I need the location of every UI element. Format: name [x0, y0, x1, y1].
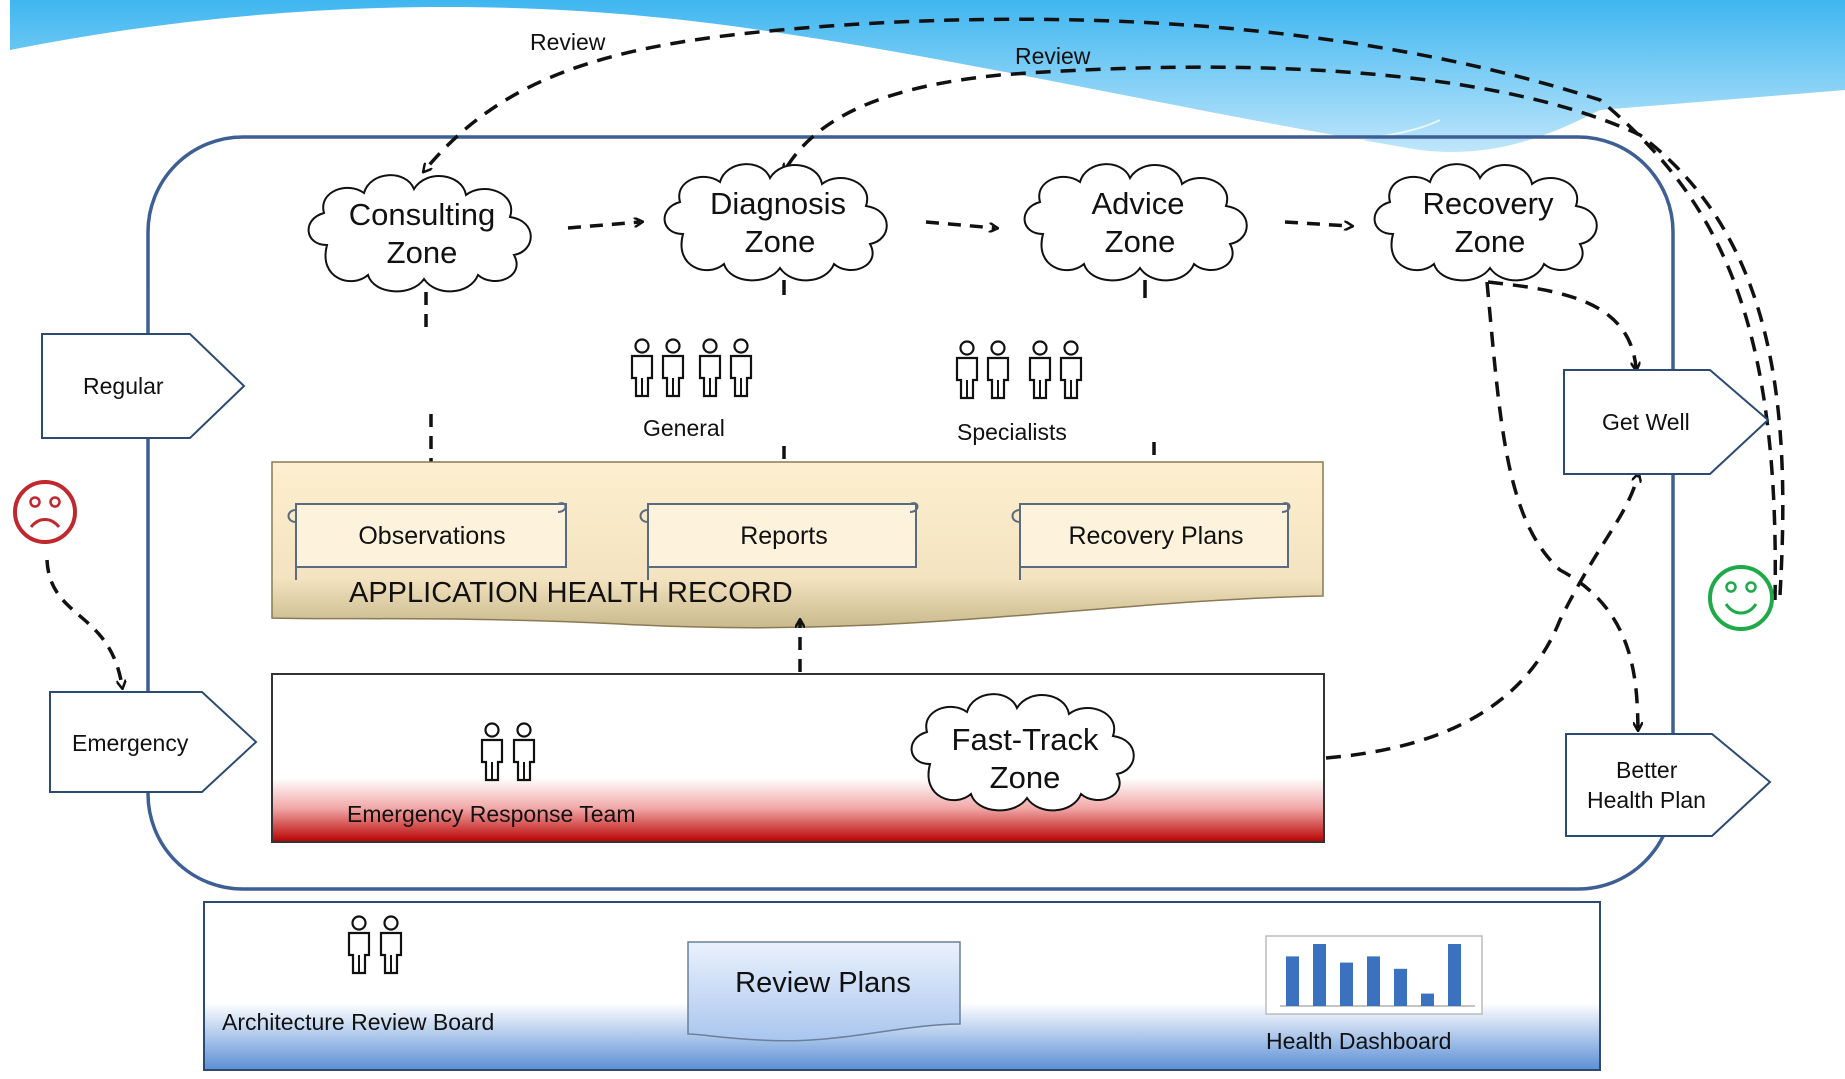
emergency-input-label: Emergency: [72, 730, 189, 756]
observations-scroll: Observations: [287, 502, 567, 580]
dashboard-bar: [1448, 944, 1461, 1006]
sky-wave-highlight: [539, 19, 1441, 145]
better-health-plan-output-shape: Better Health Plan: [1565, 733, 1772, 837]
advice-zone-line2: Zone: [1105, 224, 1176, 259]
emergency-response-panel: [271, 673, 1325, 843]
better-health-plan-line1: Better: [1616, 757, 1678, 783]
observations-label: Observations: [358, 522, 505, 550]
get-well-label: Get Well: [1602, 409, 1690, 435]
arrow-sad-to-emergency: [45, 559, 122, 686]
dashboard-bar: [1367, 956, 1380, 1006]
arrow-fast-track-to-get-well: [1325, 476, 1638, 760]
advice-zone-cloud: Advice Zone: [1023, 163, 1248, 282]
health-record-title: APPLICATION HEALTH RECORD: [349, 577, 793, 609]
diagnosis-zone-line2: Zone: [745, 224, 816, 259]
diagnosis-zone-line1: Diagnosis: [710, 186, 846, 221]
review-arc-to-diagnosis: [785, 65, 1785, 596]
arrow-diagnosis-to-advice: [925, 220, 995, 228]
sad-face-icon: [13, 480, 77, 544]
arrow-advice-to-recovery: [1284, 220, 1350, 226]
specialists-team-label: Specialists: [957, 419, 1067, 445]
dashboard-bar: [1286, 956, 1299, 1006]
regular-input-label: Regular: [83, 373, 164, 399]
general-team-label: General: [643, 415, 725, 441]
recovery-zone-line1: Recovery: [1423, 186, 1554, 221]
recovery-plans-scroll: Recovery Plans: [1011, 502, 1291, 580]
better-health-plan-line2: Health Plan: [1587, 787, 1706, 813]
dashboard-bar: [1394, 968, 1407, 1006]
dashboard-bar: [1340, 962, 1353, 1006]
fast-track-line1: Fast-Track: [952, 722, 1099, 757]
consulting-zone-cloud: Consulting Zone: [307, 174, 532, 293]
regular-input-shape: Regular: [41, 333, 246, 439]
reports-label: Reports: [740, 522, 828, 550]
reports-scroll: Reports: [639, 502, 919, 580]
specialists-people-icon: [955, 340, 1083, 400]
main-frame: [146, 135, 1675, 891]
get-well-output-shape: Get Well: [1563, 369, 1770, 475]
recovery-zone-line2: Zone: [1455, 224, 1526, 259]
consulting-zone-line2: Zone: [387, 235, 458, 270]
fast-track-line2: Zone: [990, 760, 1061, 795]
review-plans-label: Review Plans: [735, 967, 911, 999]
review-label-right: Review: [1015, 43, 1091, 69]
review-arc-to-consulting: [425, 17, 1778, 601]
sky-wave-background: [10, 0, 1845, 152]
fast-track-zone-cloud: Fast-Track Zone: [910, 693, 1135, 812]
review-board-label: Architecture Review Board: [222, 1009, 494, 1035]
recovery-zone-cloud: Recovery Zone: [1373, 163, 1598, 282]
review-label-left: Review: [530, 29, 606, 55]
review-plans-document: Review Plans: [687, 941, 961, 1042]
happy-face-icon: [1708, 565, 1774, 631]
advice-zone-line1: Advice: [1091, 186, 1184, 221]
diagnosis-zone-cloud: Diagnosis Zone: [663, 163, 888, 282]
health-dashboard-chart-icon: [1265, 935, 1483, 1015]
arrow-recovery-to-get-well: [1487, 280, 1636, 368]
recovery-plans-label: Recovery Plans: [1068, 522, 1243, 550]
dashboard-bar: [1421, 993, 1434, 1006]
health-dashboard-label: Health Dashboard: [1266, 1028, 1451, 1054]
general-people-icon: [630, 338, 753, 398]
emergency-input-shape: Emergency: [49, 691, 258, 793]
emergency-team-label: Emergency Response Team: [347, 801, 636, 827]
arrow-consulting-to-diagnosis: [567, 222, 640, 230]
arrow-recovery-to-better-plan: [1485, 281, 1638, 728]
consulting-zone-line1: Consulting: [349, 197, 495, 232]
dashboard-bar: [1313, 944, 1326, 1006]
